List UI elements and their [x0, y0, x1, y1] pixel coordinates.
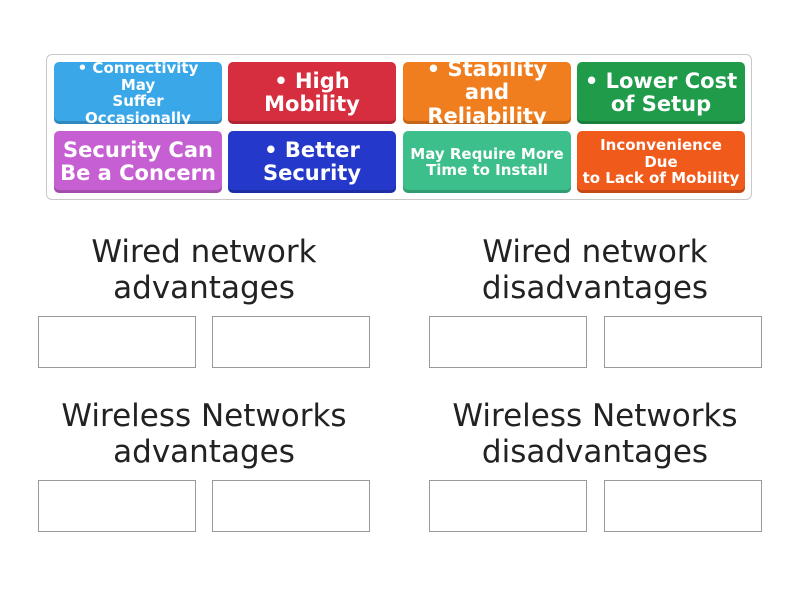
drop-slot-wired-advantages-1[interactable]	[38, 316, 196, 368]
tile-line: • Connectivity May	[77, 59, 199, 94]
tile-high-mobility[interactable]: • High Mobility	[228, 62, 396, 124]
group-title-line: disadvantages	[481, 270, 709, 306]
tile-text: Inconvenience Due to Lack of Mobility	[581, 137, 741, 187]
tile-text: • Lower Cost of Setup	[584, 68, 738, 116]
tile-security-can-be-a-concern[interactable]: Security Can Be a Concern	[54, 131, 222, 193]
drop-slot-wireless-disadvantages-1[interactable]	[429, 480, 587, 532]
tile-line: Security Can	[63, 137, 213, 162]
tile-line: to Lack of Mobility	[582, 169, 740, 188]
tile-line: May Require More	[410, 144, 564, 163]
tile-inconvenience-lack-of-mobility[interactable]: Inconvenience Due to Lack of Mobility	[577, 131, 745, 193]
group-title-wired-advantages: Wired network advantages	[38, 234, 370, 306]
group-title-line: advantages	[113, 434, 295, 470]
group-title-line: Wired network	[91, 234, 317, 270]
tile-line: Inconvenience Due	[600, 136, 722, 171]
drop-slot-wired-disadvantages-2[interactable]	[604, 316, 762, 368]
tile-stability-and-reliability[interactable]: • Stability and Reliability	[403, 58, 571, 127]
tile-better-security[interactable]: • Better Security	[228, 131, 396, 193]
tile-text: • Stability and Reliability	[407, 58, 567, 127]
tile-line: • Better	[264, 137, 360, 162]
tile-line: Security	[262, 161, 362, 185]
tile-line: Time to Install	[426, 161, 548, 179]
tile-line: Reliability	[427, 103, 547, 128]
group-title-wired-disadvantages: Wired network disadvantages	[429, 234, 761, 306]
tile-line: Be a Concern	[60, 161, 216, 185]
group-title-line: advantages	[113, 270, 295, 306]
tile-text: • Connectivity May Suffer Occasionally	[58, 60, 218, 126]
tile-line: • Lower Cost	[584, 68, 738, 93]
drop-slot-wired-disadvantages-1[interactable]	[429, 316, 587, 368]
tile-line: • High	[274, 68, 350, 93]
tile-may-require-more-time[interactable]: May Require More Time to Install	[403, 131, 571, 193]
tile-line: Mobility	[264, 92, 360, 116]
drop-slot-wireless-advantages-2[interactable]	[212, 480, 370, 532]
tile-text: May Require More Time to Install	[410, 144, 564, 179]
group-title-wireless-disadvantages: Wireless Networks disadvantages	[429, 398, 761, 470]
drop-slot-wireless-advantages-1[interactable]	[38, 480, 196, 532]
tile-lower-cost-of-setup[interactable]: • Lower Cost of Setup	[577, 62, 745, 124]
tile-text: • High Mobility	[264, 68, 360, 116]
tile-connectivity-may-suffer[interactable]: • Connectivity May Suffer Occasionally	[54, 60, 222, 126]
group-title-line: Wired network	[482, 234, 708, 270]
tile-line: of Setup	[610, 92, 712, 116]
drop-slot-wired-advantages-2[interactable]	[212, 316, 370, 368]
tile-text: Security Can Be a Concern	[60, 137, 216, 185]
tile-line: Suffer Occasionally	[85, 92, 191, 127]
tile-text: • Better Security	[262, 137, 362, 185]
tile-line: • Stability and	[426, 57, 548, 105]
group-title-line: disadvantages	[481, 434, 709, 470]
drop-slot-wireless-disadvantages-2[interactable]	[604, 480, 762, 532]
group-title-line: Wireless Networks	[61, 398, 347, 434]
group-title-line: Wireless Networks	[452, 398, 738, 434]
group-title-wireless-advantages: Wireless Networks advantages	[38, 398, 370, 470]
